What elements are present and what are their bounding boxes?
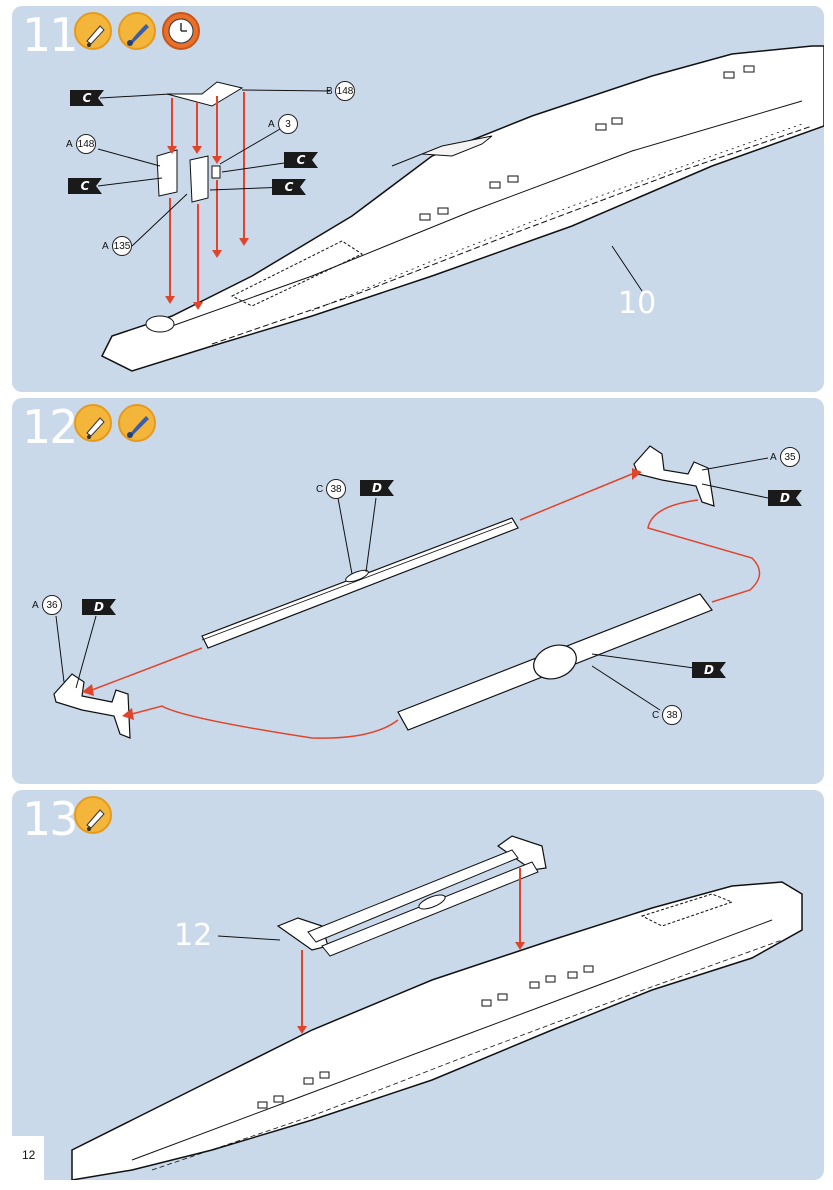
callout-letter: A — [770, 452, 777, 463]
callout-letter: A — [102, 241, 109, 252]
glue-tube-icon — [74, 404, 112, 442]
part-callout-a36: 36 — [42, 595, 62, 615]
decal-flag: D — [692, 662, 726, 678]
submarine-on-stand-drawing — [71, 835, 803, 1180]
decal-flag: C — [272, 179, 306, 195]
callout-letter: A — [268, 119, 275, 130]
part-callout-c38-upper: 38 — [326, 479, 346, 499]
callout-letter: A — [66, 139, 73, 150]
submarine-hull-drawing — [97, 45, 824, 372]
glue-tube-icon — [74, 12, 112, 50]
decal-flag: D — [360, 480, 394, 496]
glue-tube-icon — [74, 796, 112, 834]
decal-flag: D — [82, 599, 116, 615]
callout-letter: A — [32, 600, 39, 611]
page-corner — [0, 1136, 44, 1190]
decal-flag: C — [68, 178, 102, 194]
part-label-10: 10 — [618, 286, 657, 321]
part-callout-a148: 148 — [76, 134, 96, 154]
step-13-panel: 13 12 — [12, 790, 824, 1180]
callout-letter: B — [326, 86, 333, 97]
step-12-panel: 12 — [12, 398, 824, 784]
decal-flag: C — [284, 152, 318, 168]
part-callout-c38-lower: 38 — [662, 705, 682, 725]
step-number: 13 — [22, 792, 79, 846]
step-number: 11 — [22, 8, 79, 62]
part-callout-a135: 135 — [112, 236, 132, 256]
step-11-panel: 11 — [12, 6, 824, 392]
step-number: 12 — [22, 400, 79, 454]
paint-brush-icon — [118, 12, 156, 50]
page-number: 12 — [22, 1148, 36, 1162]
callout-letter: C — [652, 710, 660, 721]
callout-letter: C — [316, 484, 324, 495]
part-callout-a35: 35 — [780, 447, 800, 467]
stand-assembly-drawing — [53, 445, 769, 739]
decal-flag: C — [70, 90, 104, 106]
part-callout-b148: 148 — [335, 81, 355, 101]
decal-flag: D — [768, 490, 802, 506]
part-callout-a3: 3 — [278, 114, 298, 134]
clock-icon — [162, 12, 200, 50]
part-label-12: 12 — [174, 918, 213, 953]
paint-brush-icon — [118, 404, 156, 442]
